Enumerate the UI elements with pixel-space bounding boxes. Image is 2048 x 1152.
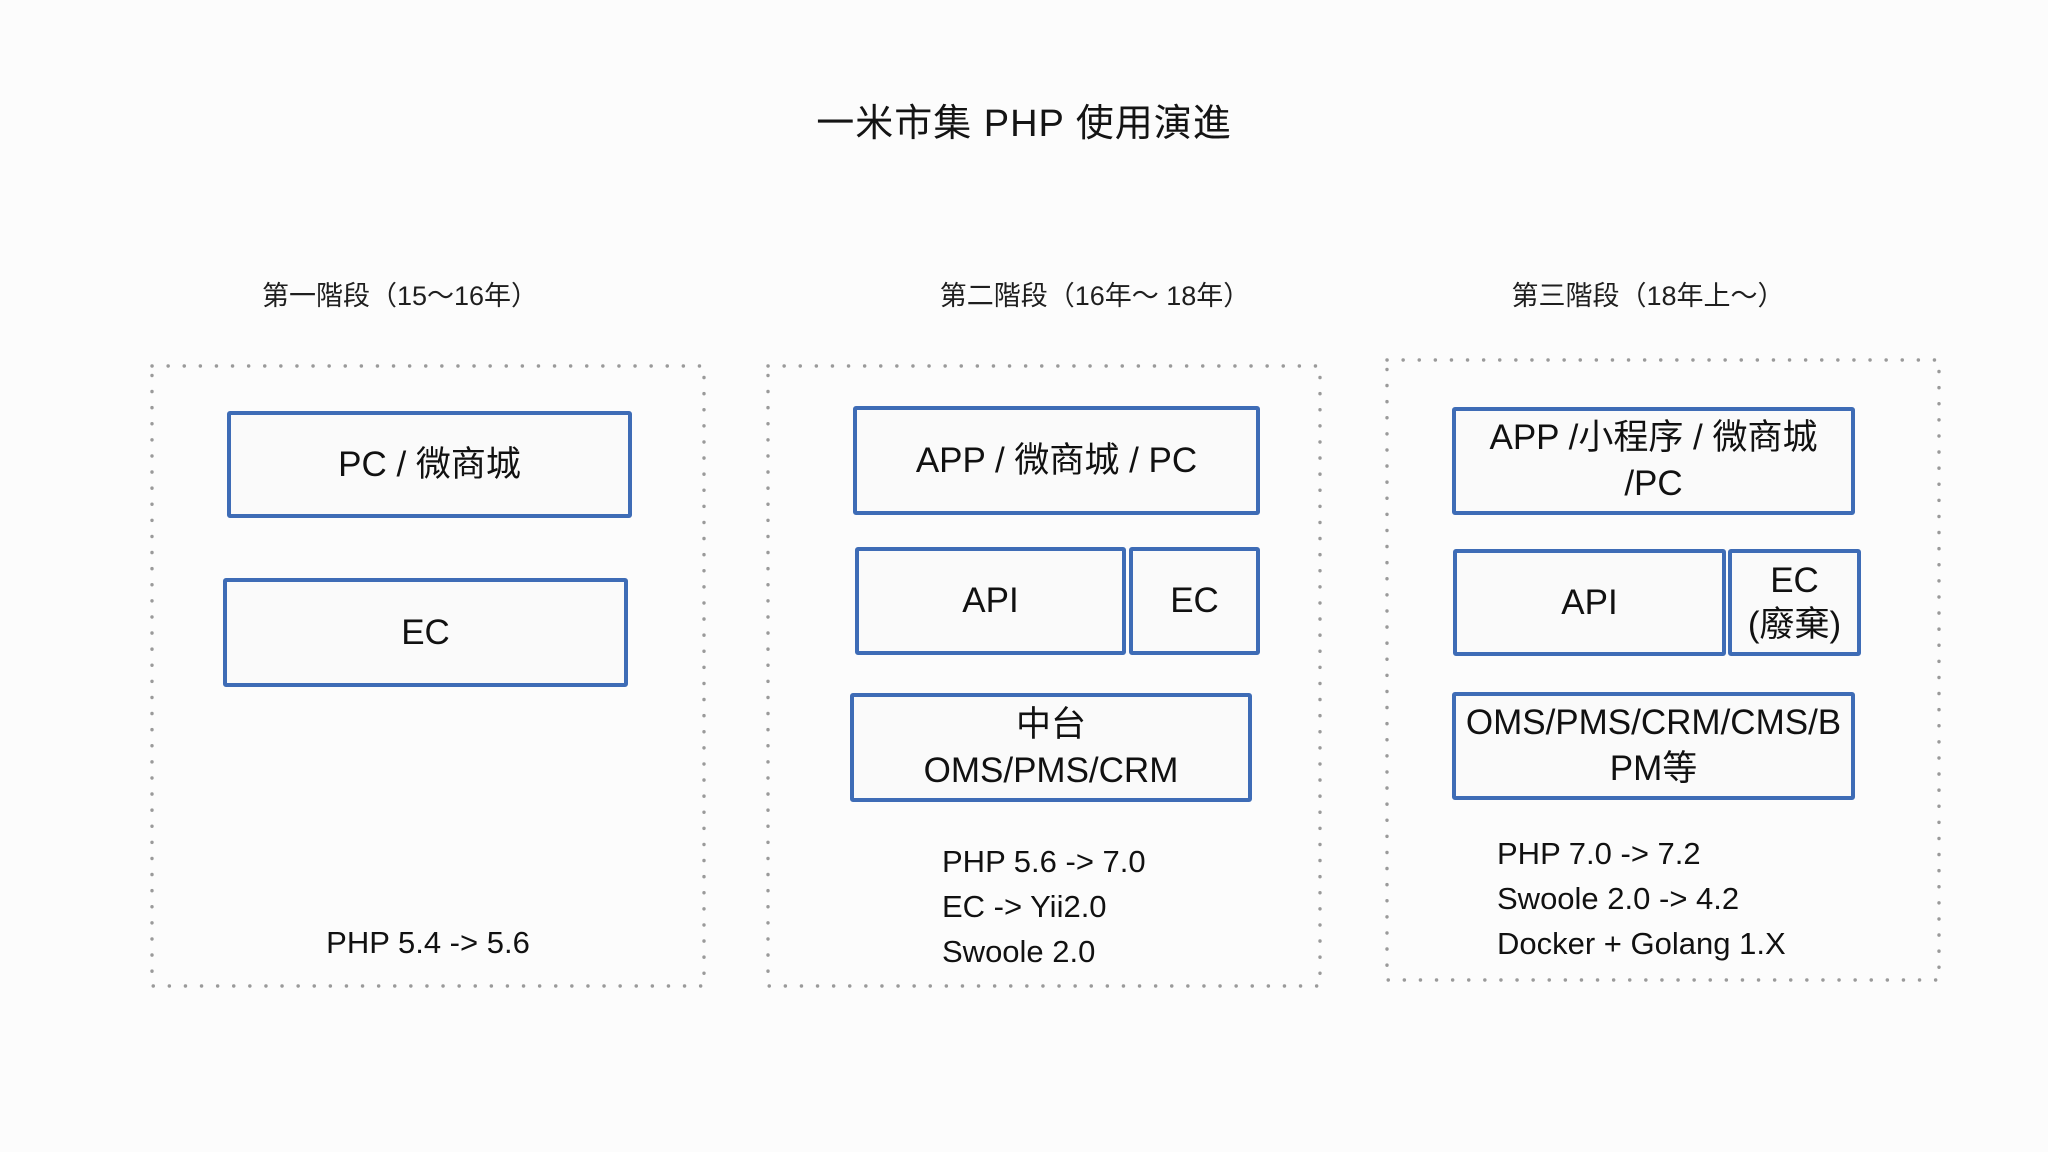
stage3-section: APP /小程序 / 微商城 /PC API EC (廢棄) OMS/PMS/C… [1385, 358, 1941, 982]
stage2-section: APP / 微商城 / PC API EC 中台 OMS/PMS/CRM PHP… [766, 364, 1322, 988]
note-line: Swoole 2.0 [942, 934, 1096, 969]
stage3-notes: PHP 7.0 -> 7.2 Swoole 2.0 -> 4.2 Docker … [1497, 831, 1786, 966]
stage1-dotted-border [150, 364, 706, 988]
stage2-dotted-border [766, 364, 1322, 988]
stage2-box-ec: EC [1129, 547, 1260, 655]
note-line: Docker + Golang 1.X [1497, 926, 1786, 961]
stage1-section: PC / 微商城 EC PHP 5.4 -> 5.6 [150, 364, 706, 988]
stage2-box-middle-platform: 中台 OMS/PMS/CRM [850, 693, 1252, 802]
stage3-dotted-border [1385, 358, 1941, 982]
stage3-box-ec-deprecated: EC (廢棄) [1728, 549, 1861, 656]
stage3-box-oms-suite: OMS/PMS/CRM/CMS/B PM等 [1452, 692, 1855, 800]
note-line: PHP 5.4 -> 5.6 [326, 925, 530, 960]
stage2-header: 第二階段（16年～ 18年） [939, 281, 1251, 311]
stage3-header: 第三階段（18年上～） [1511, 281, 1785, 311]
stage2-notes: PHP 5.6 -> 7.0 EC -> Yii2.0 Swoole 2.0 [942, 839, 1146, 974]
stage2-box-app-mall-pc: APP / 微商城 / PC [853, 406, 1260, 515]
stage1-box-pc-mall: PC / 微商城 [227, 411, 632, 518]
stage3-box-app-mini-mall-pc: APP /小程序 / 微商城 /PC [1452, 407, 1855, 515]
stage2-box-api: API [855, 547, 1126, 655]
note-line: PHP 5.6 -> 7.0 [942, 844, 1146, 879]
diagram-title: 一米市集 PHP 使用演進 [816, 103, 1232, 145]
stage1-notes: PHP 5.4 -> 5.6 [150, 920, 706, 965]
note-line: Swoole 2.0 -> 4.2 [1497, 881, 1740, 916]
stage3-box-api: API [1453, 549, 1726, 656]
note-line: PHP 7.0 -> 7.2 [1497, 836, 1701, 871]
note-line: EC -> Yii2.0 [942, 889, 1107, 924]
stage1-box-ec: EC [223, 578, 628, 687]
stage1-header: 第一階段（15～16年） [261, 281, 539, 311]
